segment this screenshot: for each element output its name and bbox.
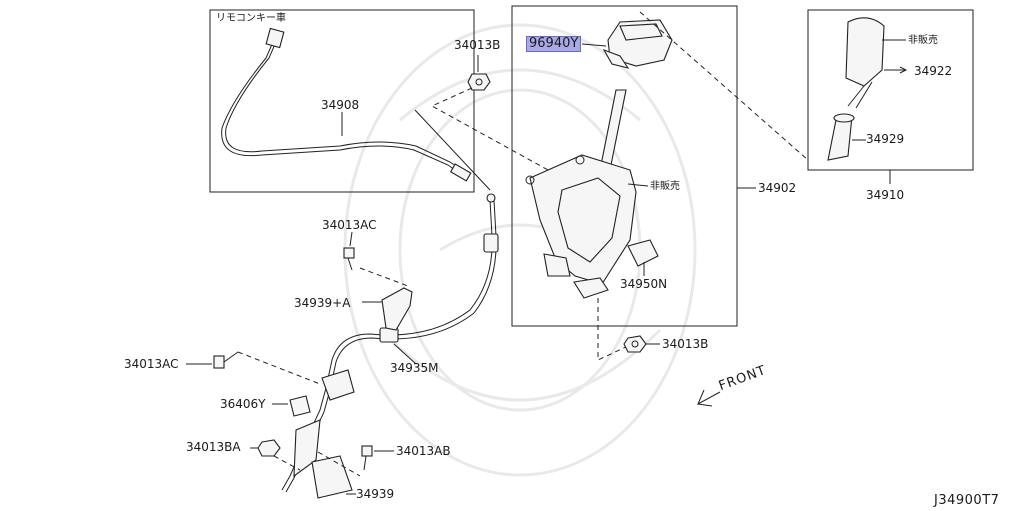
shift-knob xyxy=(827,17,885,161)
bolt-34013AC-top xyxy=(343,247,355,271)
shifter-bracket-34902 xyxy=(525,154,637,299)
remote-box-title: リモコンキー車 xyxy=(216,13,286,24)
callout-34929: 34929 xyxy=(866,132,905,146)
part-34950N xyxy=(627,239,659,267)
callout-not-sold-bracket: 非販売 xyxy=(650,181,680,192)
callout-34939: 34939 xyxy=(356,487,395,501)
callout-34902: 34902 xyxy=(758,181,797,195)
front-arrow-icon xyxy=(696,389,721,407)
callout-36406Y: 36406Y xyxy=(220,397,266,411)
nut-34013BA xyxy=(257,439,281,457)
callout-34910: 34910 xyxy=(866,188,905,202)
bracket-34939A xyxy=(381,287,413,331)
callout-34935M: 34935M xyxy=(390,361,439,375)
control-cable-34935M xyxy=(281,193,499,493)
bolt-34013AC-left xyxy=(213,351,239,369)
remote-box-leader xyxy=(414,109,491,191)
callout-34013B-mid: 34013B xyxy=(662,337,709,351)
remote-key-box xyxy=(209,9,475,193)
bolt-34013AB xyxy=(361,445,373,471)
callout-34922: 34922 xyxy=(914,64,953,78)
nut-34013B-top xyxy=(467,73,491,91)
nut-34013B-mid xyxy=(623,335,647,353)
diagram-code: J34900T7 xyxy=(934,493,1000,508)
shift-indicator-part xyxy=(602,19,673,69)
cable-mount-bracket xyxy=(289,369,355,417)
callout-96940Y-highlight[interactable]: 96940Y xyxy=(526,36,582,52)
callout-not-sold-knob: 非販売 xyxy=(908,35,938,46)
callout-34013AB: 34013AB xyxy=(396,444,451,458)
cable-34908 xyxy=(221,27,472,182)
callout-34908: 34908 xyxy=(321,98,360,112)
callout-34013B-top: 34013B xyxy=(454,38,501,52)
shifter-assembly-box xyxy=(511,5,738,327)
callout-34013AC-top: 34013AC xyxy=(322,218,377,232)
bracket-34939 xyxy=(311,455,353,499)
callout-34950N: 34950N xyxy=(620,277,668,291)
callout-34013AC-left: 34013AC xyxy=(124,357,179,371)
callout-34939A: 34939+A xyxy=(294,296,351,310)
shift-lever-rod xyxy=(599,89,627,171)
callout-34013BA: 34013BA xyxy=(186,440,241,454)
